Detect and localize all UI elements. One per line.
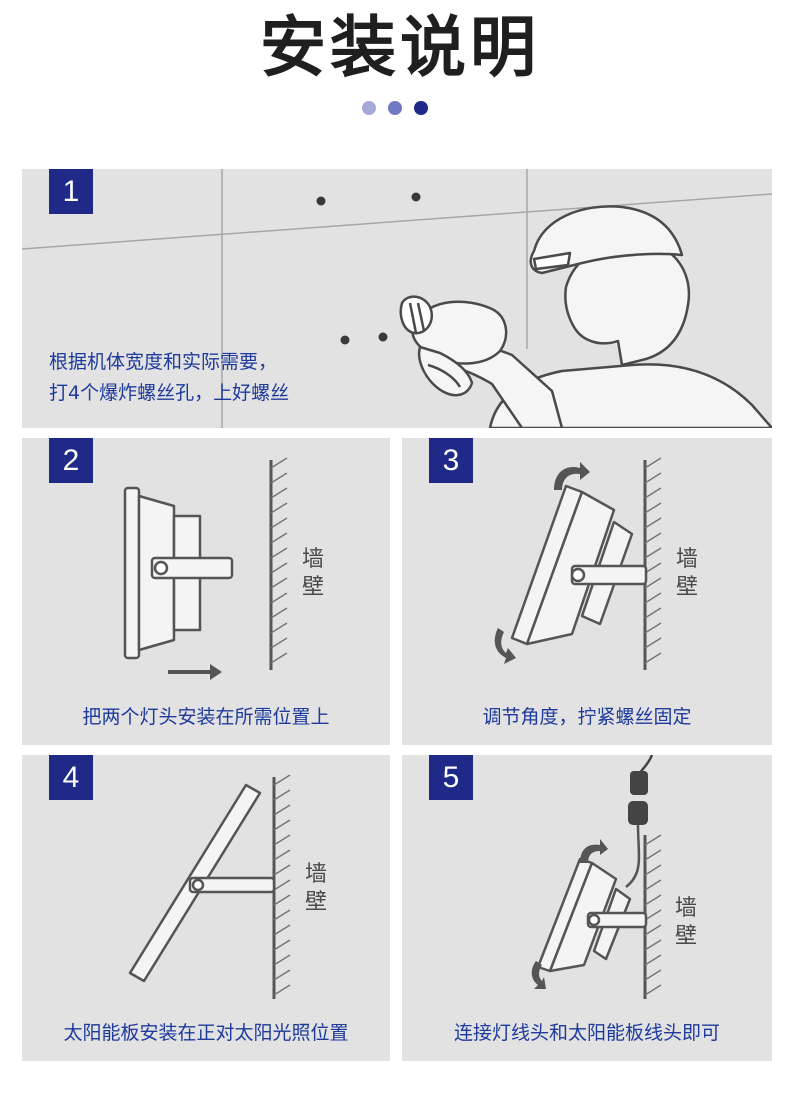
rotate-arrow-icon (494, 628, 516, 664)
dot-light (362, 101, 376, 115)
step-number-badge: 4 (49, 755, 93, 800)
right-arrow-icon (168, 664, 222, 680)
step-5-panel: 5 墙 壁 连接灯线头和太阳能板线头即可 (402, 755, 772, 1061)
solar-panel (128, 783, 276, 983)
wall-label: 墙 壁 (675, 547, 698, 600)
worker-figure (399, 205, 772, 428)
dot-dark (414, 101, 428, 115)
page-title: 安装说明 (260, 9, 540, 86)
rotate-arrow-icon (580, 839, 608, 863)
rotate-arrow-icon (554, 462, 590, 490)
screw-hole (340, 335, 350, 345)
step-2-panel: 2 墙 壁 把两个灯头安装在所需位置上 (22, 438, 390, 745)
step-1-caption: 根据机体宽度和实际需要， 打4个爆炸螺丝孔，上好螺丝 (49, 347, 289, 409)
wall-label: 墙 壁 (304, 862, 327, 915)
screw-hole (378, 332, 388, 342)
step-4-panel: 4 墙 壁 太阳能板安装在正对太阳光照位置 (22, 755, 390, 1061)
step-number-badge: 1 (49, 169, 93, 214)
flood-light (536, 857, 648, 973)
step-5-illustration (531, 755, 662, 999)
step-3-caption: 调节角度，拧紧螺丝固定 (482, 706, 692, 728)
step-4-caption: 太阳能板安装在正对太阳光照位置 (63, 1022, 349, 1044)
step-4-illustration (128, 774, 291, 999)
step-2-caption: 把两个灯头安装在所需位置上 (82, 706, 330, 728)
wall-label: 墙 壁 (674, 896, 697, 949)
screw-hole (316, 196, 326, 206)
screw-hole (411, 192, 421, 202)
caption-line: 打4个爆炸螺丝孔，上好螺丝 (49, 382, 290, 404)
step-3-panel: 3 墙 壁 调节角度，拧紧螺丝固定 (402, 438, 772, 745)
title-dots (362, 101, 442, 117)
wall-label: 墙 壁 (301, 547, 324, 600)
cable-connector (628, 771, 648, 825)
step-number-badge: 2 (49, 438, 93, 483)
flood-light (510, 484, 648, 646)
step-1-panel: 1 根据机体宽度和实际需要， 打4个爆炸螺丝孔，上好螺丝 (22, 169, 772, 428)
step-2-illustration (123, 457, 288, 680)
step-5-caption: 连接灯线头和太阳能板线头即可 (453, 1022, 720, 1044)
step-3-illustration (494, 457, 662, 670)
step-number-badge: 5 (429, 755, 473, 800)
caption-line: 根据机体宽度和实际需要， (49, 351, 278, 373)
step-1-illustration (22, 169, 772, 428)
step-number-badge: 3 (429, 438, 473, 483)
flood-light (123, 486, 234, 660)
dot-medium (388, 101, 402, 115)
rotate-arrow-icon (531, 961, 546, 989)
